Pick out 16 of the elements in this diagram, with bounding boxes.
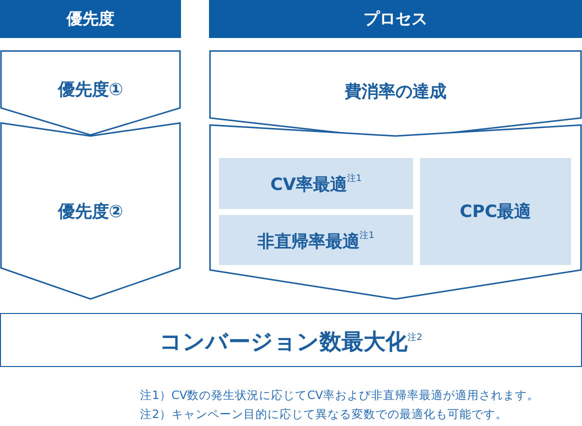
footnote: 注1）CV数の発生状況に応じてCV率および非直帰率最適が適用されます。 <box>140 388 540 403</box>
node-label: CPC最適 <box>458 201 532 223</box>
node-label: コンバージョン数最大化$^{注2}$ <box>158 329 424 357</box>
process-box <box>219 158 413 209</box>
node-label: 優先度① <box>56 79 124 101</box>
node-label: CV率最適$^{注1}$ <box>269 172 363 196</box>
node-label: 非直帰率最適$^{注1}$ <box>256 230 376 253</box>
header-bar <box>209 0 582 38</box>
column-header: プロセス <box>362 9 428 30</box>
column-header: 優先度 <box>65 9 116 30</box>
process-box <box>219 215 413 265</box>
process-box <box>420 158 571 265</box>
header-bar <box>0 0 181 38</box>
result-box <box>0 313 582 367</box>
footnote: 注2）キャンペーン目的に応じて異なる変数での最適化も可能です。 <box>140 407 508 422</box>
node-label: 優先度② <box>56 201 124 223</box>
